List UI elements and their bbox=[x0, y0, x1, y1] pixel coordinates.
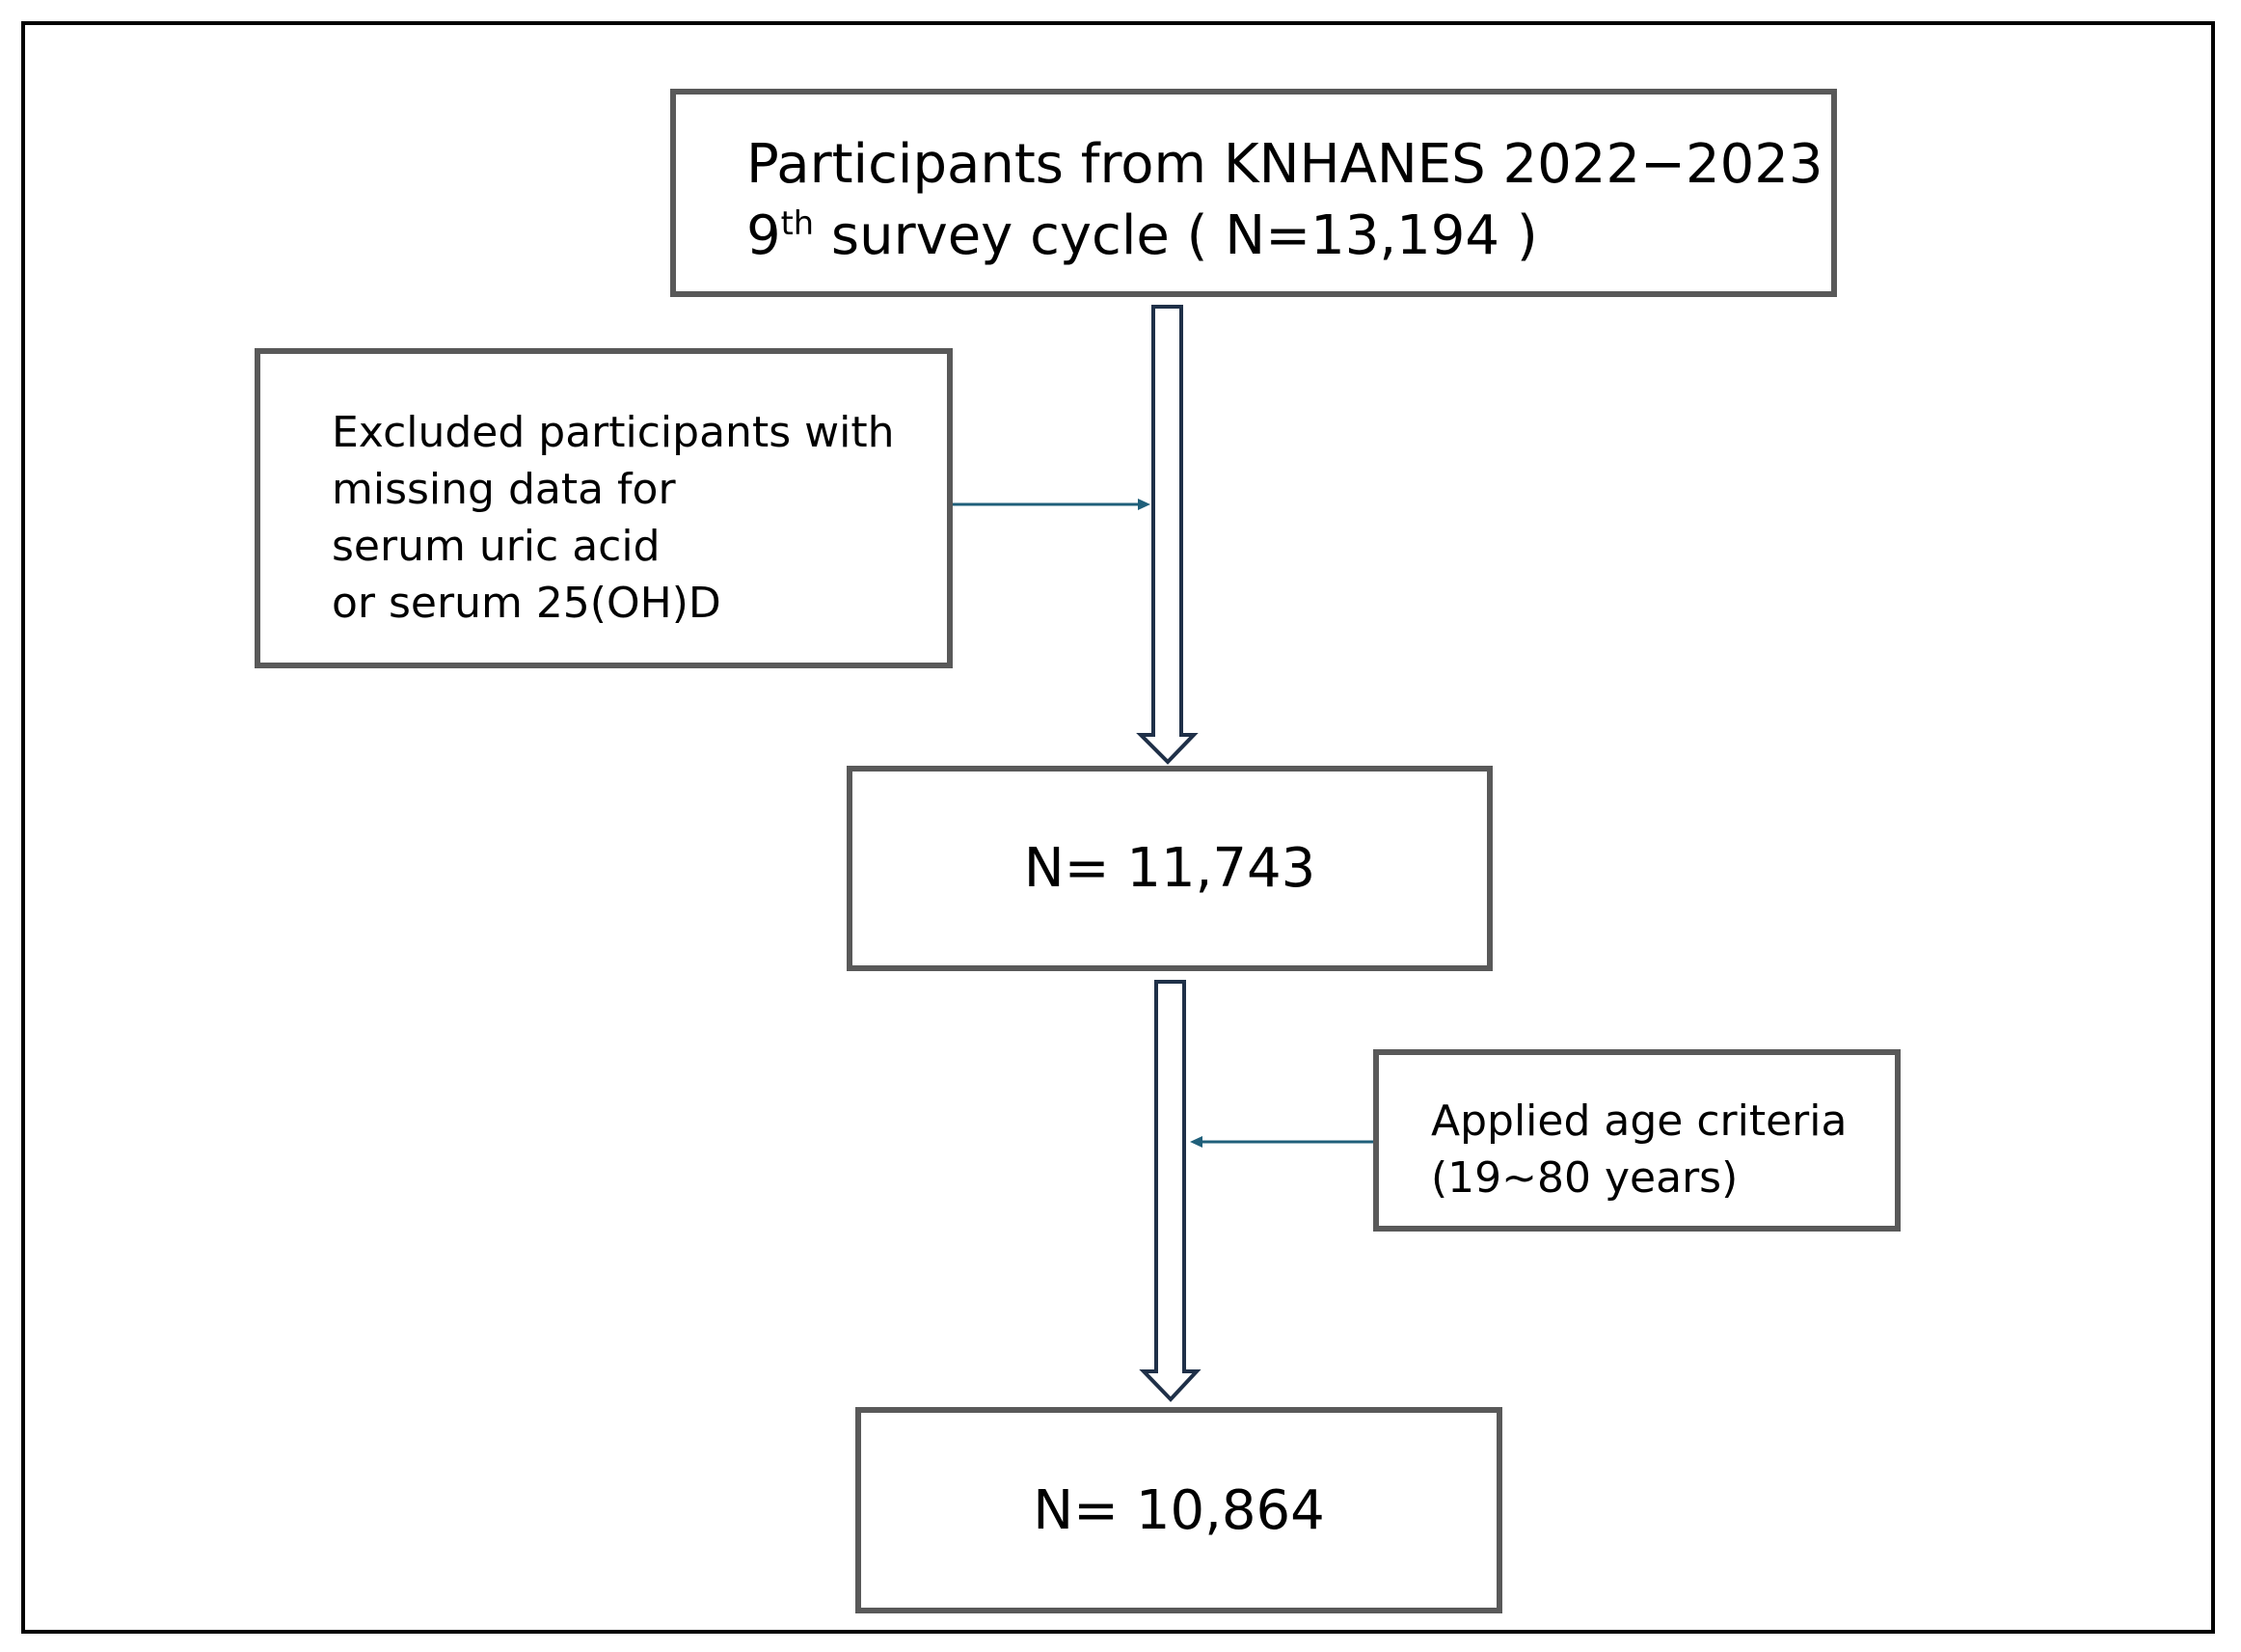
intermediate-count: N= 11,743 bbox=[1023, 837, 1316, 900]
age-criteria-line-1: Applied age criteria bbox=[1431, 1097, 1848, 1146]
final-count-box: N= 10,864 bbox=[855, 1407, 1502, 1613]
age-criteria-arrow bbox=[1190, 1136, 1373, 1148]
cycle-number: 9 bbox=[746, 204, 781, 267]
exclusion-arrow bbox=[953, 499, 1150, 510]
source-population-box: Participants from KNHANES 2022−2023 9th … bbox=[670, 89, 1837, 297]
down-arrow-1 bbox=[1136, 305, 1199, 765]
figure-frame bbox=[21, 21, 2215, 1634]
intermediate-count-box: N= 11,743 bbox=[847, 766, 1493, 971]
exclusion-box: Excluded participants with missing data … bbox=[255, 348, 953, 668]
source-title: Participants from KNHANES 2022−2023 bbox=[746, 133, 1823, 196]
down-arrow-2 bbox=[1139, 980, 1202, 1402]
exclusion-line-4: or serum 25(OH)D bbox=[332, 579, 721, 628]
age-criteria-line-2: (19~80 years) bbox=[1431, 1153, 1739, 1203]
age-criteria-box: Applied age criteria (19~80 years) bbox=[1373, 1049, 1901, 1232]
exclusion-line-3: serum uric acid bbox=[332, 522, 661, 571]
final-count: N= 10,864 bbox=[1033, 1478, 1325, 1542]
cycle-count-text: survey cycle ( N=13,194 ) bbox=[814, 204, 1538, 267]
exclusion-line-2: missing data for bbox=[332, 465, 676, 514]
exclusion-line-1: Excluded participants with bbox=[332, 408, 895, 457]
cycle-ordinal-suffix: th bbox=[780, 203, 815, 242]
source-cycle: 9th survey cycle ( N=13,194 ) bbox=[746, 201, 1831, 272]
